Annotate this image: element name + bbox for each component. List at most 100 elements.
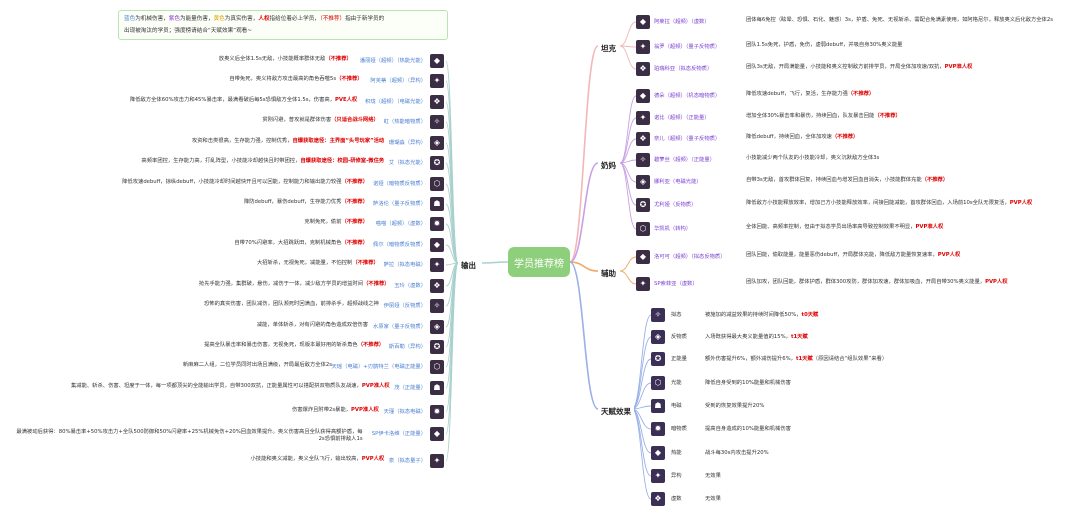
character-portrait-icon: ☗ — [430, 381, 444, 395]
connector-line — [619, 95, 637, 164]
talent-name: 反物质 — [671, 334, 687, 340]
character-portrait-icon: ◆ — [430, 54, 444, 68]
output-desc: 自带70%闪避率，大招跳跃田，克制机械角色（不推荐） — [234, 240, 368, 247]
output-row[interactable]: ◆SP伊卡洛维（正能量）最满被动后获得：80%暴击率+50%攻击力+全队500防… — [10, 427, 446, 443]
output-row[interactable]: ✹天瑾（拟态电磁）伤害爆炸且附带2s暴能，PVP准人权 — [10, 405, 446, 419]
assist-name: SP索菲亚（虚数） — [654, 281, 698, 287]
connector-line — [569, 162, 599, 263]
output-name: 萨洛伦（量子反物质） — [373, 201, 426, 207]
milk-tag: （不推荐） — [921, 177, 949, 183]
output-name: 玉玲（虚数） — [394, 283, 426, 289]
branch-assist[interactable]: 辅助 — [598, 266, 619, 281]
output-desc-text: 放奥义后全体1.5s无敌，小技能概率群体无敌 — [218, 56, 326, 62]
branch-milk[interactable]: 奶妈 — [598, 158, 619, 173]
output-desc: 最满被动后获得：80%暴击率+50%攻击力+全队500防御和50%闪避率+25%… — [12, 429, 363, 443]
output-row[interactable]: ✪ 艾（拟态光能） 高频率团控，生存能力高，打乱阵型，小技能冷却越快且时带团控，自爆… — [10, 156, 446, 170]
output-tag: PVP准人权 — [361, 383, 390, 389]
talent-desc: 无效果 — [705, 471, 721, 479]
branch-output[interactable]: 输出 — [458, 258, 479, 273]
talent-name: 暗物质 — [671, 426, 687, 432]
output-row[interactable]: ☗萨洛伦（量子反物质）降防debuff，暴伤debuff，生存能力优秀（不推荐） — [10, 197, 446, 211]
output-desc: 放奥义后全体1.5s无敌，小技能概率群体无敌（不推荐） — [219, 56, 352, 63]
tank-name: 阿莱拉（超频）（虚数） — [654, 19, 710, 25]
tank-desc-text: 团体每6免控（眩晕、恐惧、石化、魅惑）3s，护盾、免死、无视斩杀、需配合免满素使… — [746, 17, 1053, 23]
output-desc-text: 抢先手能力强，集群破，悬伤，减伤于一体，减少敌方学员的增益时间 — [198, 281, 364, 287]
output-row[interactable]: ✹喵喵（超频）（虚数）克制免死，偷前（不推荐） — [10, 217, 446, 231]
output-desc: 自带免死，奥义将敌方攻击最高的角色吞噬5s（不推荐） — [229, 76, 362, 83]
output-name: 艾（拟态光能） — [388, 160, 426, 166]
output-desc: 克制免死，偷前（不推荐） — [304, 219, 368, 226]
character-portrait-icon: ❖ — [636, 132, 650, 146]
milk-tag: （不推荐） — [831, 134, 859, 140]
output-desc-text: 攻资和击类很高，生存能力强，控制优秀， — [191, 138, 293, 144]
milk-desc-text: 降低debuff，持续回血，全体加攻速 — [746, 134, 832, 140]
output-row[interactable]: ❖积珑（超频）（电磁光能）降低敌方全体60%攻击力和45%暴击率，最满看破后每5… — [10, 95, 446, 109]
output-desc: 恐怖的真实伤害，团队减伤，团队濒死时回满血，前排杀手，超频战线之神 — [204, 301, 379, 308]
character-portrait-icon: ✧ — [430, 299, 444, 313]
connector-line — [445, 223, 459, 264]
talent-desc-text: 额外伤害提升6%，额外减伤提升6%， — [705, 356, 796, 362]
output-row[interactable]: ✪斯百勒（异构）提高全队暴击率和暴击伤害，无视免死，现版本最好用的斩杀角色（不推… — [10, 340, 446, 354]
output-row[interactable]: ✦阿芙蒂（超频）（异构）自带免死，奥义将敌方攻击最高的角色吞噬5s（不推荐） — [10, 74, 446, 88]
output-tag: PVP人权 — [361, 456, 385, 462]
milk-desc: 全体回能、高频率控制，但由于拟态学员出场率高导致控制效果不明显，PVP准人权 — [746, 224, 1070, 231]
output-name: 斯百勒（异构） — [388, 344, 426, 350]
character-portrait-icon: ✪ — [430, 156, 444, 170]
output-row[interactable]: ❖玉玲（虚数）抢先手能力强，集群破，悬伤，减伤于一体，减少敌方学员的增益时间（不… — [10, 279, 446, 293]
output-desc: 小技能和奥义减能，奥义全队飞行，输出较高，PVP人权 — [250, 456, 384, 463]
output-tag: （只适合战斗网络） — [331, 117, 379, 123]
output-row[interactable]: ✧虹（热能暗物质）贯刚闪避，普攻就是群体伤害（只适合战斗网络） — [10, 115, 446, 129]
milk-desc: 降低debuff，持续回血，全体加攻速（不推荐） — [746, 134, 1070, 141]
branch-tank[interactable]: 坦克 — [598, 41, 619, 56]
milk-name: 碧萝丝（超频）（正能量） — [654, 157, 715, 163]
output-desc-text: 最满被动后获得：80%暴击率+50%攻击力+全队500防御和50%闪避率+25%… — [16, 429, 363, 442]
talent-tier-tag: t0天赋 — [801, 312, 819, 318]
output-tag: PVE人权 — [335, 97, 358, 103]
output-row[interactable]: ✦萨拉（拟态电磁）大招斩杀，无视免死，减能量，不怕控制（不推荐） — [10, 258, 446, 272]
output-name: 佩尔（暗物质反物质） — [373, 242, 426, 248]
talent-desc: 无效果 — [705, 494, 721, 502]
connector-line — [619, 256, 637, 272]
character-portrait-icon: ✧ — [636, 153, 650, 167]
character-portrait-icon: ✦ — [636, 111, 650, 125]
output-row[interactable]: ◈珊瑚淼（异构）攻资和击类很高，生存能力强，控制优秀，自爆获取途径：主界面“头号… — [10, 136, 446, 150]
output-desc-text: 新麻麻二人组，二位学员同时出场且满级，开局最后敌方全体2s — [182, 362, 332, 368]
connector-line — [619, 21, 637, 47]
imaginary-icon: ❖ — [651, 492, 665, 506]
output-desc-text: 高频率团控，生存能力高，打乱阵型，小技能冷却越快且时带团控， — [141, 158, 301, 164]
talent-extra: （原因请结合“组队效果”来看） — [812, 356, 888, 362]
output-desc-text: 小技能和奥义减能，奥义全队飞行，输出较高， — [250, 456, 362, 462]
output-desc: 集减能、斩杀、伤害、坦度于一体，每一项都顶尖的全能输出学员，自带300双抗，正能… — [71, 383, 390, 390]
output-desc: 降低敌方全体60%攻击力和45%暴击率，最满看破后每5s恐惧敌方全体1.5s，伤… — [130, 97, 357, 104]
output-name: 诺娅（暗物质反物质） — [373, 181, 426, 187]
output-row[interactable]: ⬡天瑶（电磁）+刃鹊特兰（电磁正能量）新麻麻二人组，二位学员同时出场且满级，开局… — [10, 360, 446, 374]
talent-desc-text: 降低自身受到的10%能量和机械伤害 — [705, 380, 791, 386]
output-row[interactable]: ◆潘丽娅（超频）（热能光能）放奥义后全体1.5s无敌，小技能概率群体无敌（不推荐… — [10, 54, 446, 68]
legend-box: 蓝色为机械伤害，紫色为能量伤害，黄色为真实伤害，人权指给位着必上学员，（不推荐）… — [118, 10, 448, 40]
mimic-icon: ✧ — [651, 308, 665, 322]
output-row[interactable]: ✦泉（拟态量子）小技能和奥义减能，奥义全队飞行，输出较高，PVP人权 — [10, 454, 446, 468]
output-row[interactable]: ⬡诺娅（暗物质反物质）降低攻速debuff，掠纵debuff，小技能冷却时间越快… — [10, 177, 446, 191]
milk-name: 尤利娅（反物质） — [654, 202, 697, 208]
branch-talent[interactable]: 天赋效果 — [598, 404, 634, 419]
root-node[interactable]: 学员推荐榜 — [508, 247, 570, 277]
output-name: 阿芙蒂（超频）（异构） — [370, 78, 426, 84]
output-tag: （不推荐） — [357, 342, 385, 348]
output-desc-text: 集减能、斩杀、伤害、坦度于一体，每一项都顶尖的全能输出学员，自带300双抗，正能… — [70, 383, 362, 389]
structure-icon: ✦ — [651, 469, 665, 483]
assist-desc: 团队回能，偷取能量，能量恶伤debuff，开局群体充能，降低敌方能量恢复速率，P… — [746, 252, 1070, 259]
output-desc: 高频率团控，生存能力高，打乱阵型，小技能冷却越快且时带团控，自爆获取途径：校园-… — [141, 158, 384, 165]
assist-tag: PVP人权 — [985, 279, 1008, 285]
output-desc: 伤害爆炸且附带2s暴能，PVP准人权 — [292, 407, 379, 414]
dark-matter-icon: ✹ — [651, 422, 665, 436]
output-row[interactable]: ☗茂（正能量）集减能、斩杀、伤害、坦度于一体，每一项都顶尖的全能输出学员，自带3… — [10, 381, 446, 395]
output-row[interactable]: ◈水原家（量子反物质）减能，单体斩杀，对有闪避的角色造成双倍伤害 — [10, 320, 446, 334]
output-row[interactable]: ◆佩尔（暗物质反物质）自带70%闪避率，大招跳跃田，克制机械角色（不推荐） — [10, 238, 446, 252]
output-name: 积珑（超频）（电磁光能） — [365, 99, 426, 105]
tank-name: 珀瑞科亚（拟态反物质） — [654, 66, 713, 72]
positive-energy-icon: ✪ — [651, 352, 665, 366]
character-portrait-icon: ✧ — [430, 115, 444, 129]
connector-line — [631, 314, 652, 410]
output-row[interactable]: ✧伊丽娅（反物质）恐怖的真实伤害，团队减伤，团队濒死时回满血，前排杀手，超频战线… — [10, 299, 446, 313]
